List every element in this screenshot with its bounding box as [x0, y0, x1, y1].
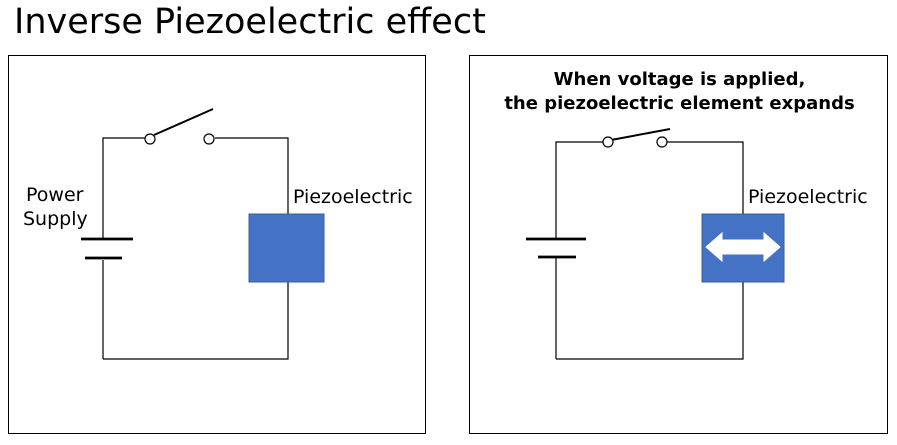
page-title: Inverse Piezoelectric effect: [14, 2, 486, 42]
right-wire-top-left: [555, 141, 604, 143]
left-circuit-panel: Power Supply Piezoelectric: [8, 55, 426, 434]
caption-line1: When voltage is applied,: [553, 69, 806, 90]
left-wire-top-right: [215, 137, 289, 214]
power-supply-label-line1: Power: [26, 184, 84, 206]
left-circuit-diagram: [81, 108, 325, 360]
power-supply-label-line2: Supply: [23, 208, 88, 230]
right-circuit-diagram: [526, 128, 785, 360]
switch-contact-right: [656, 136, 668, 148]
left-wire-bottom: [103, 282, 289, 360]
piezoelectric-label: Piezoelectric: [293, 186, 413, 208]
switch-contact-left: [144, 133, 156, 145]
right-wire-bottom: [556, 282, 744, 360]
right-wire-top-right: [667, 141, 744, 214]
left-wire-top-left: [102, 137, 149, 143]
piezo-element: [248, 213, 325, 283]
right-circuit-panel: When voltage is applied, the piezoelectr…: [469, 55, 888, 434]
switch-contact-left: [602, 136, 614, 148]
switch-lever: [153, 108, 214, 136]
switch-lever: [610, 128, 671, 141]
switch-contact-right: [203, 133, 215, 145]
piezoelectric-label: Piezoelectric: [748, 186, 868, 208]
caption-line2: the piezoelectric element expands: [504, 93, 855, 114]
expansion-arrow-icon: [705, 231, 781, 263]
